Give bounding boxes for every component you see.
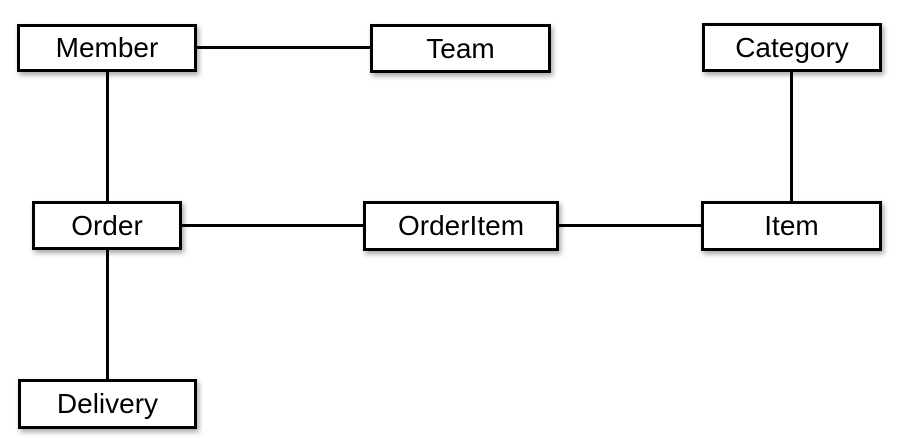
node-item-label: Item (764, 210, 819, 241)
node-team-label: Team (426, 32, 495, 64)
edge-category-item (790, 72, 793, 201)
edge-order-orderitem (182, 224, 363, 227)
node-delivery: Delivery (18, 379, 197, 429)
edge-member-order (106, 72, 109, 201)
node-orderitem-label: OrderItem (397, 210, 525, 241)
node-order: Order (32, 201, 182, 250)
node-team: Team (370, 24, 551, 73)
node-member-label: Member (55, 32, 159, 63)
node-member: Member (17, 24, 197, 72)
node-orderitem: OrderItem (363, 201, 559, 251)
node-item: Item (701, 201, 882, 251)
node-delivery-label: Delivery (56, 388, 159, 419)
edge-order-delivery (106, 250, 109, 379)
edge-member-team (197, 46, 370, 49)
node-order-label: Order (71, 209, 143, 241)
node-category: Category (702, 23, 882, 72)
edge-orderitem-item (559, 224, 701, 227)
node-category-label: Category (735, 31, 849, 63)
